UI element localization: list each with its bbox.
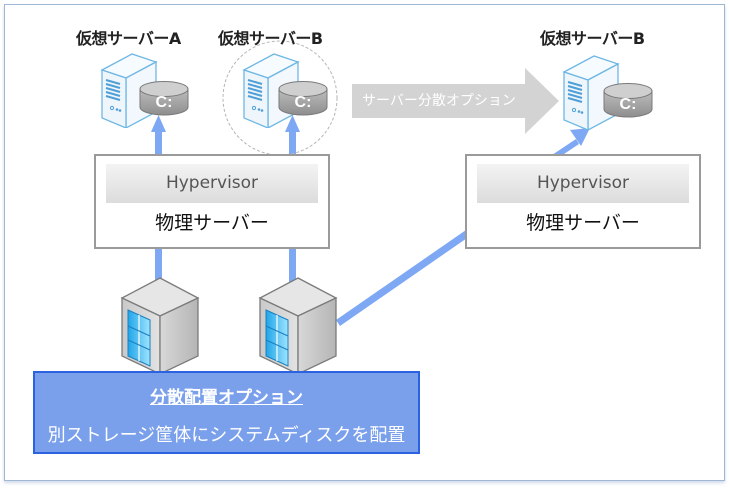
arrowhead-a xyxy=(151,115,166,132)
connector-a-upper xyxy=(155,130,162,155)
virtual-server-b-label: 仮想サーバーB xyxy=(218,29,323,48)
storage-rack-2-icon xyxy=(259,277,337,375)
migration-arrow xyxy=(352,68,559,134)
storage-option-title: 分散配置オプション xyxy=(150,388,303,408)
storage-rack-1-icon xyxy=(121,277,199,375)
connector-b-upper xyxy=(289,130,296,155)
connector-a-lower xyxy=(155,246,162,282)
connectors xyxy=(151,115,590,326)
hypervisor-1: Hypervisor xyxy=(106,164,318,203)
physical-server-1-label: 物理サーバー xyxy=(155,212,269,234)
migration-arrow-label: サーバー分散オプション xyxy=(362,93,516,109)
virtual-server-b-remote-label: 仮想サーバーB xyxy=(540,29,645,48)
storage-option-box: 分散配置オプション 別ストレージ筐体にシステムディスクを配置 xyxy=(33,371,420,454)
connector-b-lower xyxy=(289,246,296,282)
connector-storage-to-remote xyxy=(336,230,470,326)
storage-option-description: 別ストレージ筐体にシステムディスクを配置 xyxy=(47,425,406,446)
physical-server-2-label: 物理サーバー xyxy=(526,212,640,234)
arrowhead-b xyxy=(285,115,300,132)
arrowhead-remote xyxy=(570,128,590,146)
virtual-server-a-label: 仮想サーバーA xyxy=(76,29,181,48)
physical-server-2: Hypervisor 物理サーバー xyxy=(465,154,701,249)
hypervisor-2: Hypervisor xyxy=(477,164,689,203)
physical-server-1: Hypervisor 物理サーバー xyxy=(94,154,330,249)
disk-b-label: C: xyxy=(295,94,312,111)
disk-b-remote-label: C: xyxy=(620,96,637,113)
highlight-circle xyxy=(222,40,338,156)
disk-a-label: C: xyxy=(156,94,173,111)
